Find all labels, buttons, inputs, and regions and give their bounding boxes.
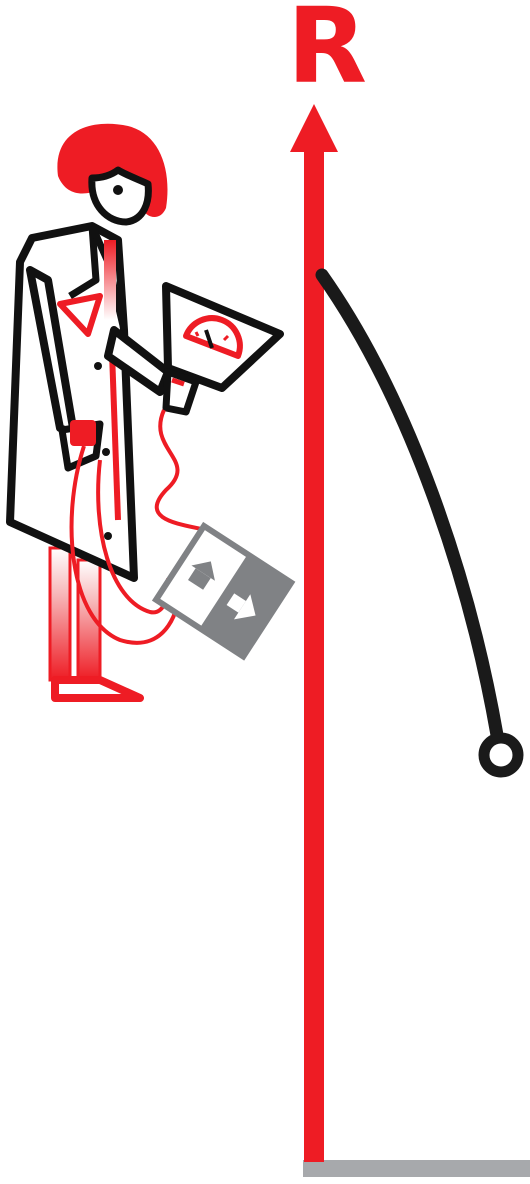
head bbox=[57, 124, 167, 222]
resistance-curve bbox=[322, 275, 518, 772]
shoes bbox=[55, 680, 140, 698]
curve-end-point bbox=[484, 738, 518, 772]
vertical-axis-arrow bbox=[290, 104, 338, 1162]
axis-label-r: R bbox=[278, 0, 374, 98]
test-instrument-with-arrows-icon bbox=[156, 526, 291, 656]
meter-instrument bbox=[166, 286, 280, 412]
baseline-bar bbox=[303, 1160, 530, 1177]
eye bbox=[113, 185, 123, 195]
